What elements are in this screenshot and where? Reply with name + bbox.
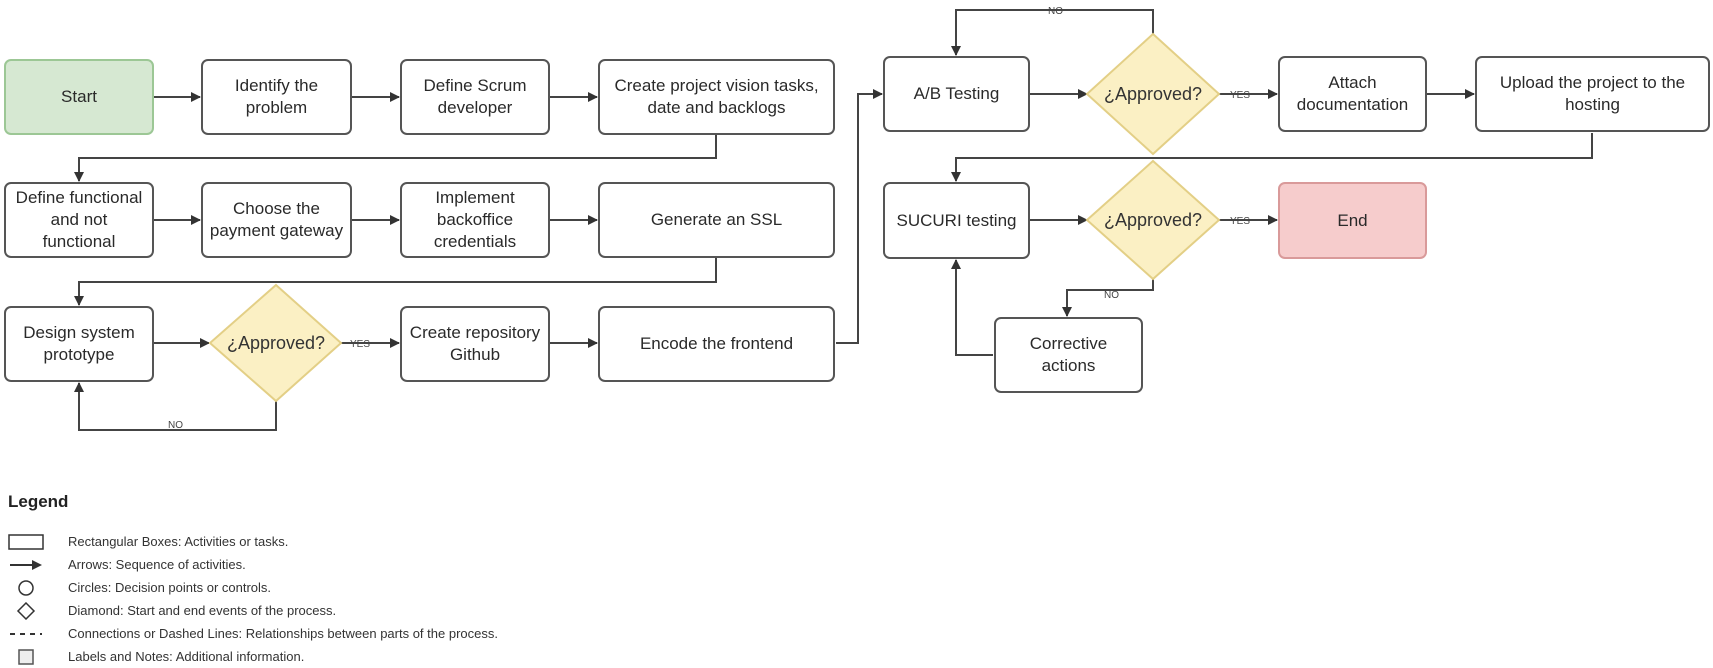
legend-item-text: Arrows: Sequence of activities.: [68, 557, 246, 572]
legend: Legend Rectangular Boxes: Activities or …: [8, 492, 708, 668]
node-attach-documentation: Attach documentation: [1278, 56, 1427, 132]
legend-row: Diamond: Start and end events of the pro…: [8, 599, 708, 622]
edge-decision3-no: [1062, 279, 1154, 317]
decision-label: ¿Approved?: [1104, 84, 1202, 104]
edge-encode-ab: [836, 89, 883, 344]
node-start: Start: [4, 59, 154, 135]
node-upload-hosting: Upload the project to the hosting: [1475, 56, 1710, 132]
node-ab-testing: A/B Testing: [883, 56, 1030, 132]
node-choose-payment: Choose the payment gateway: [201, 182, 352, 258]
node-corrective-actions: Corrective actions: [994, 317, 1143, 393]
legend-title: Legend: [8, 492, 69, 511]
legend-item-text: Circles: Decision points or controls.: [68, 580, 272, 595]
diamond-icon: [8, 601, 68, 620]
rectangle-icon: [8, 533, 68, 550]
legend-row: Circles: Decision points or controls.: [8, 576, 708, 599]
decision-approved-3: ¿Approved?: [1085, 159, 1221, 281]
edge-decision2-no-loop: [951, 9, 1154, 56]
node-generate-ssl: Generate an SSL: [598, 182, 835, 258]
node-identify-problem: Identify the problem: [201, 59, 352, 135]
edge-label-yes-2: YES: [1230, 90, 1250, 101]
arrow-icon: [8, 557, 68, 573]
node-define-scrum: Define Scrum developer: [400, 59, 550, 135]
node-sucuri-testing: SUCURI testing: [883, 182, 1030, 259]
legend-item-text: Labels and Notes: Additional information…: [68, 649, 305, 664]
edge-decision1-no-loop: [74, 382, 277, 431]
legend-row: Connections or Dashed Lines: Relationshi…: [8, 622, 708, 645]
legend-item-text: Rectangular Boxes: Activities or tasks.: [68, 534, 289, 549]
note-icon: [8, 648, 68, 665]
edge-vision-functional: [74, 135, 717, 182]
legend-item-text: Connections or Dashed Lines: Relationshi…: [68, 626, 498, 641]
legend-row: Rectangular Boxes: Activities or tasks.: [8, 530, 708, 553]
node-create-vision: Create project vision tasks, date and ba…: [598, 59, 835, 135]
node-create-repository: Create repository Github: [400, 306, 550, 382]
edge-label-no-3: NO: [1104, 290, 1119, 301]
legend-row: Labels and Notes: Additional information…: [8, 645, 708, 668]
node-define-functional: Define functional and not functional: [4, 182, 154, 258]
decision-label: ¿Approved?: [227, 333, 325, 353]
node-design-prototype: Design system prototype: [4, 306, 154, 382]
edge-upload-sucuri: [951, 133, 1593, 182]
decision-approved-2: ¿Approved?: [1085, 32, 1221, 156]
node-end: End: [1278, 182, 1427, 259]
dashed-line-icon: [8, 626, 68, 642]
node-encode-frontend: Encode the frontend: [598, 306, 835, 382]
edge-label-yes-1: YES: [350, 339, 370, 350]
edge-label-no-1: NO: [168, 420, 183, 431]
edge-label-yes-3: YES: [1230, 216, 1250, 227]
decision-label: ¿Approved?: [1104, 210, 1202, 230]
node-implement-backoffice: Implement backoffice credentials: [400, 182, 550, 258]
edge-corrective-sucuri: [951, 259, 993, 356]
legend-row: Arrows: Sequence of activities.: [8, 553, 708, 576]
circle-icon: [8, 579, 68, 597]
legend-item-text: Diamond: Start and end events of the pro…: [68, 603, 337, 618]
edge-label-no-2: NO: [1048, 6, 1063, 17]
decision-approved-1: ¿Approved?: [208, 283, 343, 403]
edge-ssl-prototype: [74, 258, 717, 306]
